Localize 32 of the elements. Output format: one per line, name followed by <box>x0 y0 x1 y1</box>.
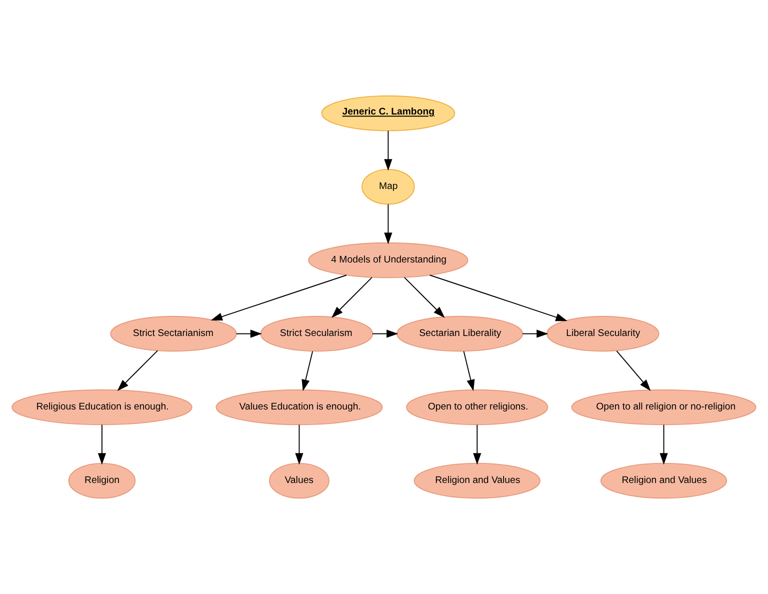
arrow <box>210 274 348 321</box>
node-ellipse: Values Education is enough. <box>216 389 383 426</box>
node-ellipse: Religion and Values <box>600 462 728 499</box>
node-ellipse: Religion and Values <box>414 462 540 499</box>
node-ellipse: Open to all religion or no-religion <box>571 389 756 426</box>
node-ellipse: Strict Secularism <box>260 316 374 352</box>
arrow <box>616 350 651 391</box>
arrow <box>404 276 445 318</box>
arrow <box>384 130 392 171</box>
arrow <box>302 350 314 392</box>
arrow <box>660 424 668 465</box>
node-ellipse: Strict Sectarianism <box>110 316 237 352</box>
node-ellipse: Values <box>269 462 330 499</box>
node-ellipse: Jeneric C. Lambong <box>321 95 456 132</box>
arrow <box>384 204 392 244</box>
arrow <box>473 424 482 465</box>
arrow <box>295 424 304 465</box>
node-ellipse: Religious Education is enough. <box>12 389 192 426</box>
node-ellipse: Open to other religions. <box>406 389 548 426</box>
arrow <box>372 330 398 338</box>
arrow <box>522 330 548 338</box>
arrow <box>98 424 106 465</box>
arrow <box>117 350 158 391</box>
node-ellipse: Religion <box>68 462 136 499</box>
arrow <box>332 276 372 318</box>
arrow <box>429 274 568 322</box>
arrow <box>236 330 262 338</box>
node-ellipse: 4 Models of Understanding <box>308 242 468 278</box>
node-ellipse: Liberal Secularity <box>546 316 660 352</box>
node-ellipse: Sectarian Liberality <box>396 316 524 352</box>
node-ellipse: Map <box>362 168 415 205</box>
arrow <box>463 350 475 392</box>
